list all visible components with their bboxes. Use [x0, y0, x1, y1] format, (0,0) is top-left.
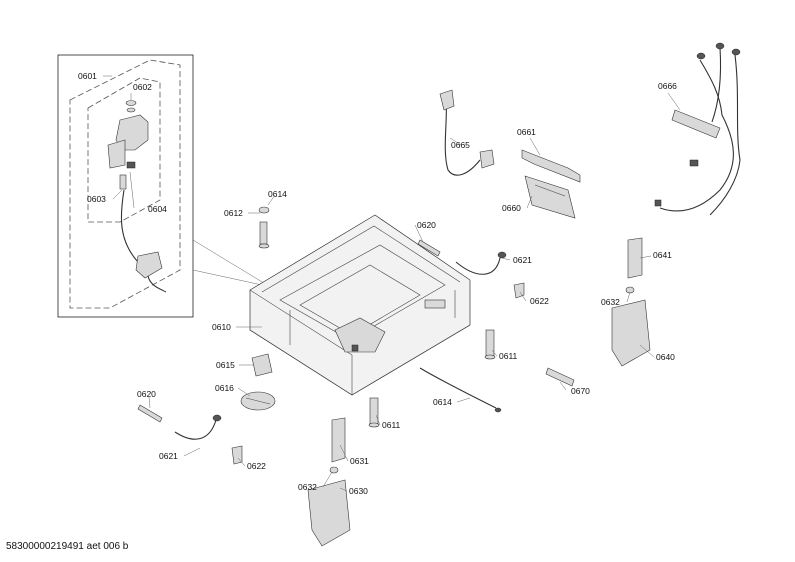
document-id: 58300000219491 aet 006 b — [6, 541, 129, 552]
base-tray — [249, 214, 471, 396]
screw-0612 — [258, 206, 270, 249]
label-0670: 0670 — [571, 386, 590, 396]
label-0615: 0615 — [216, 360, 235, 370]
cable-0614 — [419, 367, 502, 413]
clip-0622-left — [231, 445, 243, 465]
label-0601: 0601 — [78, 71, 97, 81]
inset-frame — [57, 54, 301, 318]
label-0616: 0616 — [215, 383, 234, 393]
label-0610: 0610 — [212, 322, 231, 332]
label-0661: 0661 — [517, 127, 536, 137]
label-0622-left: 0622 — [247, 461, 266, 471]
cover-0661 — [521, 149, 581, 183]
label-0665: 0665 — [451, 140, 470, 150]
label-0632-right: 0632 — [601, 297, 620, 307]
label-0620-top: 0620 — [417, 220, 436, 230]
label-0612: 0612 — [224, 208, 243, 218]
part-0615 — [251, 353, 273, 377]
bracket-0630 — [307, 479, 351, 547]
label-0611-center: 0611 — [382, 420, 401, 430]
housing-0660 — [524, 175, 576, 219]
label-0621-left: 0621 — [159, 451, 178, 461]
leader-lines — [103, 75, 681, 492]
spring-0620-left — [137, 404, 163, 423]
harness-0666 — [654, 42, 741, 216]
label-0620-left: 0620 — [137, 389, 156, 399]
label-0660: 0660 — [502, 203, 521, 213]
label-0614-top: 0614 — [268, 189, 287, 199]
label-0614-bottom: 0614 — [433, 397, 452, 407]
valve-assembly — [107, 100, 167, 293]
label-0641: 0641 — [653, 250, 672, 260]
cable-0665 — [439, 89, 495, 176]
spring-0620-top — [417, 239, 441, 257]
part-labels: 0601 0602 0603 0604 0610 0611 0611 0612 … — [78, 71, 677, 496]
spring-0611-right — [484, 329, 496, 360]
label-0666: 0666 — [658, 81, 677, 91]
bracket-0641 — [625, 237, 643, 294]
label-0611-right: 0611 — [499, 351, 518, 361]
sensor-0621-left — [174, 414, 222, 440]
label-0631: 0631 — [350, 456, 369, 466]
label-0622-top: 0622 — [530, 296, 549, 306]
disc-0616 — [240, 391, 276, 411]
label-0640: 0640 — [656, 352, 675, 362]
label-0603: 0603 — [87, 194, 106, 204]
label-0604: 0604 — [148, 204, 167, 214]
label-0632-bottom: 0632 — [298, 482, 317, 492]
bracket-0640 — [611, 299, 651, 367]
bracket-0631 — [329, 417, 346, 474]
spring-0611-center — [368, 397, 380, 428]
part-0670 — [545, 367, 575, 387]
sensor-0621-top — [455, 251, 507, 275]
label-0630: 0630 — [349, 486, 368, 496]
label-0602: 0602 — [133, 82, 152, 92]
label-0621-top: 0621 — [513, 255, 532, 265]
